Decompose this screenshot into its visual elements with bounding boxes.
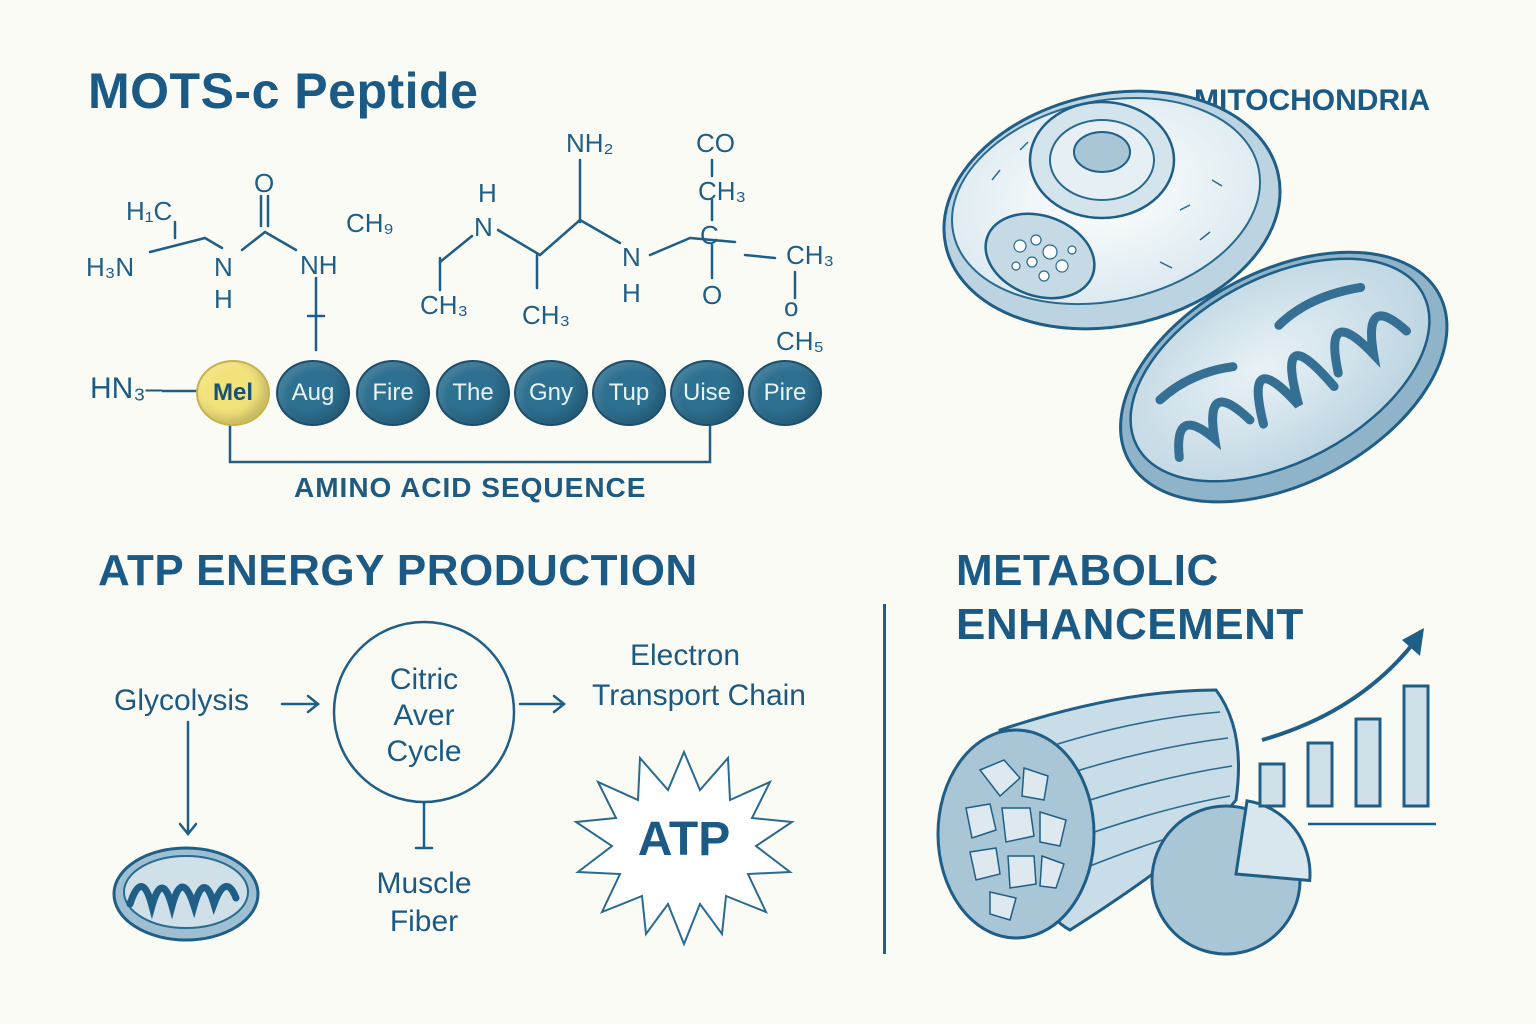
residue-bead: The (436, 360, 510, 426)
mitochondria-title: MITOCHONDRIA (1194, 84, 1431, 117)
chem-label: H (622, 278, 641, 308)
chem-label: NH₂ (566, 128, 614, 158)
residue-bead: Tup (592, 360, 666, 426)
chem-label: C (700, 220, 719, 250)
chem-label: CH₅ (776, 326, 825, 356)
bar (1354, 717, 1382, 808)
bar (1258, 762, 1286, 808)
chem-label: H₁C (126, 196, 173, 226)
sequence-start: HN₃– (90, 372, 163, 405)
section-divider (883, 604, 886, 954)
etc-label-line2: Transport Chain (592, 679, 806, 712)
chem-label: O (254, 168, 275, 198)
bar (1306, 741, 1334, 808)
residue-bead: Aug (276, 360, 350, 426)
residue-bead: Pire (748, 360, 822, 426)
chem-label: CH₃ (420, 290, 469, 320)
residue-bead: Fire (356, 360, 430, 426)
muscle-label-line2: Fiber (389, 905, 459, 938)
chem-label: CH₃ (786, 240, 835, 270)
chem-label: H (478, 178, 497, 208)
peptide-title: MOTS-c Peptide (88, 63, 479, 119)
chem-label: CO (696, 128, 735, 158)
etc-label-line1: Electron (629, 639, 741, 672)
chem-label: H₃N (86, 252, 135, 282)
metabolic-title-line1: METABOLIC (956, 546, 1219, 595)
chem-label: CH₉ (346, 208, 394, 238)
residue-bead: Uise (670, 360, 744, 426)
chem-label: CH₃ (698, 176, 747, 206)
chem-label: NH (300, 250, 338, 280)
muscle-label-line1: Muscle (376, 867, 472, 900)
pie-slice (1234, 799, 1312, 883)
metabolic-title-line2: ENHANCEMENT (956, 600, 1304, 649)
cycle-label-line1: Citric (389, 663, 459, 696)
chem-label: CH₃ (522, 300, 571, 330)
atp-production-title: ATP ENERGY PRODUCTION (98, 546, 698, 595)
residue-bead: Gny (514, 360, 588, 426)
chem-label: N (474, 212, 493, 242)
cycle-label-line3: Cycle (386, 735, 462, 768)
chem-label: H (214, 284, 233, 314)
bar (1402, 684, 1430, 808)
chem-label: N (214, 252, 233, 282)
chem-label: o (784, 292, 799, 322)
sequence-label: AMINO ACID SEQUENCE (294, 472, 647, 503)
cycle-label-line2: Aver (393, 699, 455, 732)
chem-label: O (702, 280, 723, 310)
glycolysis-label: Glycolysis (114, 684, 250, 717)
chem-label: N (622, 242, 641, 272)
atp-label: ATP (637, 813, 731, 866)
residue-bead: Mel (196, 360, 270, 426)
